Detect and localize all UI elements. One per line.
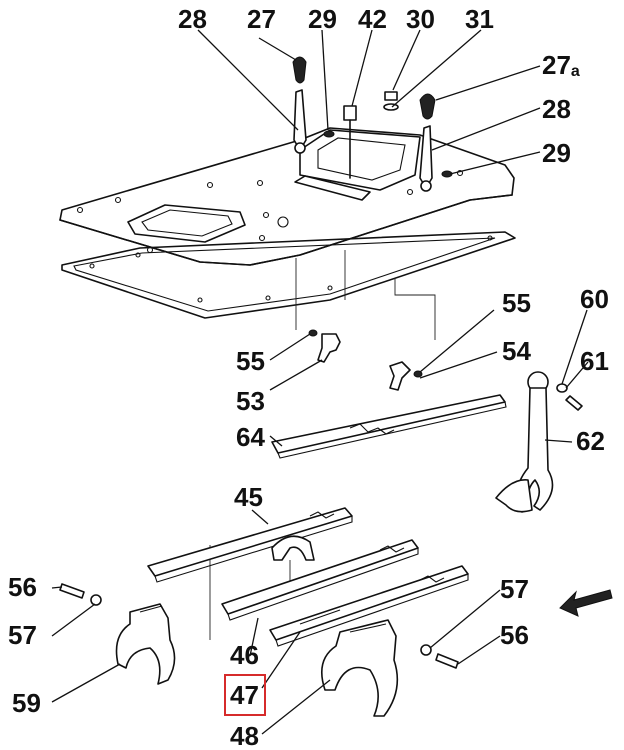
label-45: 45 [234, 482, 263, 512]
label-47: 47 [230, 680, 259, 710]
direction-arrow [559, 589, 613, 617]
label-57-left: 57 [8, 620, 37, 650]
selector-rod [271, 394, 507, 459]
label-60: 60 [580, 284, 609, 314]
selector-fingers [308, 329, 423, 391]
part-labels: 28 27 29 42 30 31 27a 28 29 55 60 55 54 … [8, 4, 609, 750]
label-27: 27 [247, 4, 276, 34]
label-59: 59 [12, 688, 41, 718]
label-53: 53 [236, 386, 265, 416]
label-27a: 27a [542, 50, 580, 80]
shift-rail-45 [147, 507, 353, 583]
cover-plate [59, 127, 515, 266]
label-61: 61 [580, 346, 609, 376]
label-55-left: 55 [236, 346, 265, 376]
label-28-right: 28 [542, 94, 571, 124]
leader-lines [51, 29, 589, 735]
label-29-left: 29 [308, 4, 337, 34]
label-31: 31 [465, 4, 494, 34]
label-30: 30 [406, 4, 435, 34]
label-64: 64 [236, 422, 265, 452]
label-29-right: 29 [542, 138, 571, 168]
label-56-right: 56 [500, 620, 529, 650]
highlight-box [224, 674, 266, 716]
shift-rail-47 [269, 565, 469, 647]
top-levers [292, 56, 453, 192]
label-55-right: 55 [502, 288, 531, 318]
label-42: 42 [358, 4, 387, 34]
label-57-right: 57 [500, 574, 529, 604]
fasteners-bottom [59, 583, 459, 669]
shift-fork-48 [321, 619, 399, 717]
label-54: 54 [502, 336, 531, 366]
gasket [61, 231, 516, 319]
label-56-left: 56 [8, 572, 37, 602]
label-48: 48 [230, 721, 259, 750]
label-62: 62 [576, 426, 605, 456]
label-46: 46 [230, 640, 259, 670]
label-28-left: 28 [178, 4, 207, 34]
shift-fork-59 [115, 603, 176, 685]
fork-lever [495, 371, 583, 513]
shift-rail-46 [221, 539, 419, 621]
